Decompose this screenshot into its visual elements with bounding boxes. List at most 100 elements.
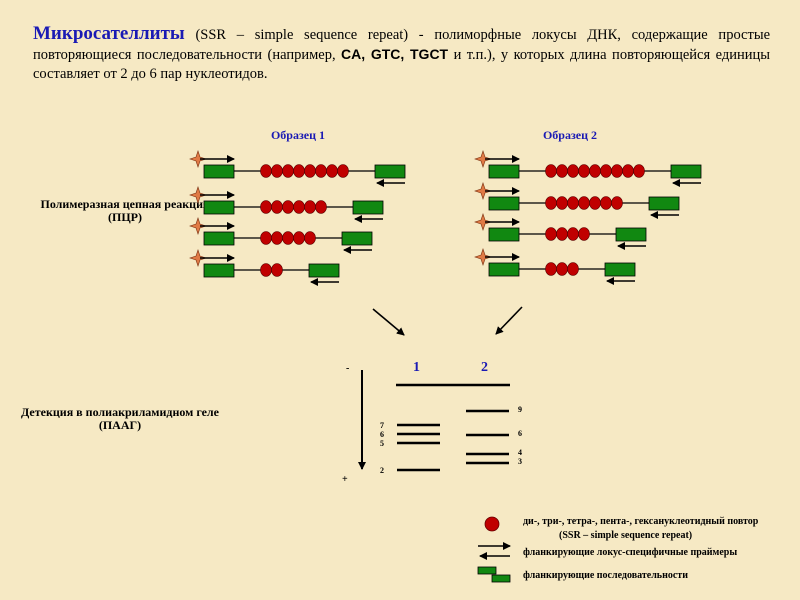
repeat-bead — [260, 164, 272, 178]
repeat-bead — [293, 164, 305, 178]
lane1-band-label: 7 — [380, 421, 384, 430]
repeat-bead — [282, 200, 294, 214]
arrow-sample1-to-gel — [372, 308, 405, 336]
repeat-bead — [611, 196, 623, 210]
sample-title: Образец 2 — [543, 128, 597, 142]
repeat-bead — [578, 196, 590, 210]
intro-text: Микросателлиты (SSR – simple sequence re… — [33, 24, 770, 84]
repeat-bead — [545, 227, 557, 241]
sample-title: Образец 1 — [271, 128, 325, 142]
lane2-label: 2 — [481, 360, 488, 375]
fluorescent-label-star-icon — [189, 249, 207, 267]
right-flank-box — [352, 200, 384, 215]
legend-repeat-bead — [484, 516, 500, 532]
left-flank-box — [488, 227, 520, 242]
gel: - + 1 2 7 6 5 2 9 6 4 3 — [342, 360, 522, 485]
legend-flanks-text: фланкирующие последовательности — [523, 570, 688, 581]
lane1-band-label: 5 — [380, 439, 384, 448]
repeat-bead — [589, 196, 601, 210]
detection-label: Детекция в полиакриламидном геле (ПААГ) — [21, 405, 219, 432]
repeat-bead — [282, 231, 294, 245]
repeat-bead — [622, 164, 634, 178]
lane1-label: 1 — [413, 360, 420, 375]
fluorescent-label-star-icon — [474, 248, 492, 266]
right-flank-box — [615, 227, 647, 242]
repeat-bead — [556, 196, 568, 210]
lane2-band-label: 6 — [518, 429, 522, 438]
repeat-bead — [545, 196, 557, 210]
repeat-bead — [567, 164, 579, 178]
legend: ди-, три-, тетра-, пента-, гексануклеоти… — [477, 516, 759, 583]
right-flank-box — [604, 262, 636, 277]
right-flank-box — [648, 196, 680, 211]
fluorescent-label-star-icon — [474, 213, 492, 231]
lane1-band-label: 2 — [380, 466, 384, 475]
right-flank-box — [341, 231, 373, 246]
intro-part1: (SSR – simple sequence repeat) - полимор… — [33, 27, 770, 63]
legend-repeat-subtext: (SSR – simple sequence repeat) — [559, 530, 692, 541]
repeat-bead — [337, 164, 349, 178]
pcr-label: Полимеразная цепная реакция (ПЦР) — [40, 197, 210, 224]
right-flank-box — [374, 164, 406, 179]
fluorescent-label-star-icon — [474, 182, 492, 200]
repeat-bead — [293, 231, 305, 245]
repeat-bead — [260, 231, 272, 245]
arrow-sample2-to-gel — [495, 306, 523, 335]
fluorescent-label-star-icon — [189, 217, 207, 235]
lane1-band-label: 6 — [380, 430, 384, 439]
repeat-bead — [567, 227, 579, 241]
repeat-bead — [578, 227, 590, 241]
gel-plus: + — [342, 474, 348, 485]
legend-repeat-text: ди-, три-, тетра-, пента-, гексануклеоти… — [523, 516, 759, 527]
repeat-bead — [271, 200, 283, 214]
repeat-bead — [260, 200, 272, 214]
fluorescent-label-star-icon — [474, 150, 492, 168]
legend-primers-text: фланкирующие локус-специфичные праймеры — [523, 547, 737, 558]
left-flank-box — [488, 262, 520, 277]
repeat-bead — [545, 164, 557, 178]
fluorescent-label-star-icon — [189, 186, 207, 204]
repeat-bead — [304, 231, 316, 245]
legend-flank-box — [477, 566, 497, 575]
gel-minus: - — [346, 363, 349, 374]
repeat-bead — [304, 164, 316, 178]
intro-term: Микросателлиты — [33, 23, 185, 44]
repeat-bead — [600, 196, 612, 210]
repeat-bead — [304, 200, 316, 214]
left-flank-box — [488, 196, 520, 211]
left-flank-box — [488, 164, 520, 179]
intro-examples: CA, GTC, TGCT — [341, 46, 449, 62]
left-flank-box — [203, 231, 235, 246]
lane2-band-label: 3 — [518, 457, 522, 466]
right-flank-box — [308, 263, 340, 278]
lane2-band-label: 4 — [518, 448, 522, 457]
repeat-bead — [556, 262, 568, 276]
repeat-bead — [293, 200, 305, 214]
left-flank-box — [203, 200, 235, 215]
repeat-bead — [326, 164, 338, 178]
repeat-bead — [315, 164, 327, 178]
repeat-bead — [611, 164, 623, 178]
repeat-bead — [600, 164, 612, 178]
repeat-bead — [556, 227, 568, 241]
pcr-products: Образец 1 Образец 2 — [189, 128, 702, 286]
repeat-bead — [589, 164, 601, 178]
legend-flank-box — [491, 574, 511, 583]
right-flank-box — [670, 164, 702, 179]
repeat-bead — [271, 231, 283, 245]
lane2-band-label: 9 — [518, 405, 522, 414]
repeat-bead — [282, 164, 294, 178]
repeat-bead — [578, 164, 590, 178]
repeat-bead — [271, 263, 283, 277]
repeat-bead — [633, 164, 645, 178]
repeat-bead — [271, 164, 283, 178]
repeat-bead — [545, 262, 557, 276]
repeat-bead — [315, 200, 327, 214]
left-flank-box — [203, 164, 235, 179]
intro-part2: и т.п.), у которых длина повторяющейся е… — [33, 47, 771, 82]
repeat-bead — [567, 262, 579, 276]
left-flank-box — [203, 263, 235, 278]
fluorescent-label-star-icon — [189, 150, 207, 168]
repeat-bead — [567, 196, 579, 210]
